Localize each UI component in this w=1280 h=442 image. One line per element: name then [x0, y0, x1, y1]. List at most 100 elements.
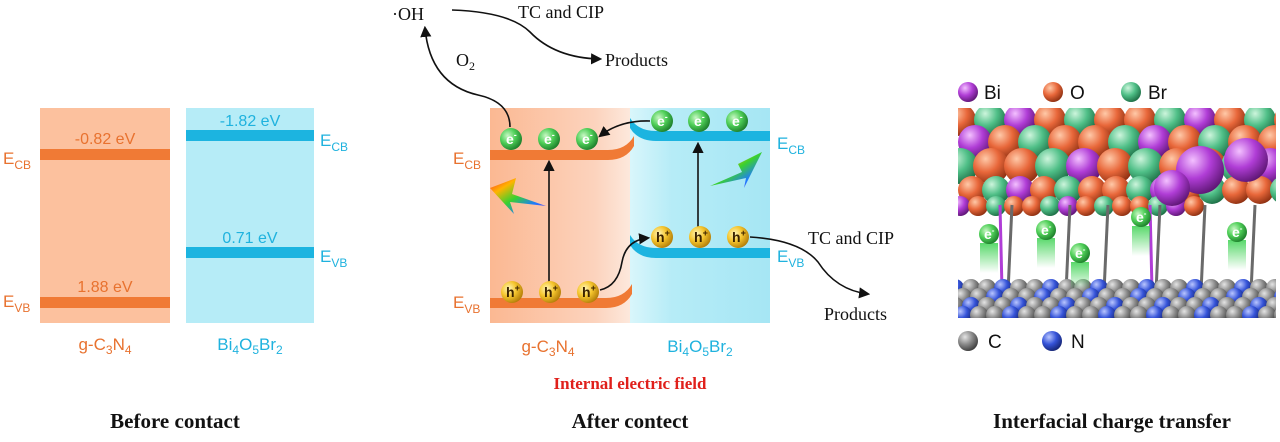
- oxygen-atom: [1246, 176, 1274, 204]
- svg-text:e-: e-: [544, 130, 555, 147]
- carbon-atom: [1274, 309, 1276, 318]
- svg-text:e-: e-: [1136, 209, 1147, 225]
- carbon-atom: [1226, 306, 1244, 318]
- carbon-atom: [1210, 306, 1228, 318]
- electron-particle: e-: [576, 128, 598, 150]
- svg-text:h+: h+: [732, 228, 746, 245]
- bob-cb-band: [186, 130, 314, 141]
- carbon-atom: [1082, 306, 1100, 318]
- after-contact-panel: ECB EVB ECB EVB e- e- e- e- e- e- h+ h+ …: [392, 2, 894, 433]
- bi-legend-ball: [958, 82, 978, 102]
- bromine-atom: [1128, 148, 1164, 184]
- bob-vb-band: [186, 247, 314, 258]
- oxygen-atom: [1112, 196, 1132, 216]
- gcn-cb-band: [40, 149, 170, 160]
- light-bolt-icon: [490, 178, 546, 214]
- bromine-atom: [1040, 196, 1060, 216]
- c-legend-ball: [958, 331, 978, 351]
- svg-text:h+: h+: [656, 228, 670, 245]
- after-gcn-name: g-C3N4: [521, 337, 574, 359]
- bi-legend-label: Bi: [984, 83, 1001, 104]
- gcn-ecb-label: ECB: [3, 149, 31, 172]
- carbon-atom: [1130, 306, 1148, 318]
- nitrogen-atom: [958, 306, 972, 318]
- oxygen-atom: [973, 148, 1009, 184]
- hole-particle: h+: [689, 226, 711, 248]
- after-bob-name: Bi4O5Br2: [667, 337, 733, 359]
- oxygen-atom: [1022, 196, 1042, 216]
- bismuth-atom: [1224, 138, 1268, 182]
- svg-text:e-: e-: [1075, 245, 1086, 261]
- oxygen-atom: [1076, 196, 1096, 216]
- oxygen-atom: [1004, 148, 1040, 184]
- oxygen-atom: [968, 196, 988, 216]
- bromine-atom: [958, 148, 978, 184]
- oxygen-atom: [1222, 176, 1250, 204]
- crystal-illustration: e- e- e- e- e-: [958, 108, 1276, 318]
- products-right-label: Products: [824, 304, 887, 324]
- bromine-atom: [986, 196, 1006, 216]
- gcn-cb-value: -0.82 eV: [75, 131, 136, 148]
- svg-text:h+: h+: [506, 283, 520, 300]
- hole-particle: h+: [577, 281, 599, 303]
- carbon-atom: [1162, 306, 1180, 318]
- nitrogen-atom: [1050, 306, 1068, 318]
- svg-text:h+: h+: [544, 283, 558, 300]
- svg-text:e-: e-: [506, 130, 517, 147]
- bond-rod: [1006, 204, 1014, 293]
- hole-transfer-arrow: [599, 233, 651, 291]
- carbon-atom: [970, 306, 988, 318]
- light-bolt-icon: [710, 152, 762, 188]
- nitrogen-atom: [1194, 306, 1212, 318]
- gcn-vb-band: [40, 297, 170, 308]
- after-bob-cb-band: [630, 118, 770, 141]
- carbon-atom: [1066, 306, 1084, 318]
- hole-to-products-arrow: [749, 236, 871, 299]
- n-legend-label: N: [1071, 332, 1085, 353]
- svg-text:e-: e-: [1041, 222, 1052, 238]
- hydroxyl-radical-label: ·OH: [392, 4, 424, 24]
- bond-rod: [1154, 204, 1162, 293]
- internal-field-label: Internal electric field: [554, 374, 707, 393]
- o2-label: O2: [456, 50, 475, 73]
- after-gcn-evb-label: EVB: [453, 293, 480, 316]
- after-contact-caption: After contect: [572, 409, 689, 433]
- svg-text:e-: e-: [657, 112, 668, 129]
- electron-particle: e-: [726, 110, 748, 132]
- electron-particle: e-: [1036, 220, 1056, 268]
- bob-cb-value: -1.82 eV: [220, 113, 281, 130]
- br-legend-ball: [1121, 82, 1141, 102]
- bob-name: Bi4O5Br2: [217, 335, 283, 357]
- hole-particle: h+: [651, 226, 673, 248]
- c-legend-label: C: [988, 332, 1002, 353]
- after-gcn-vb-band: [490, 284, 632, 308]
- gcn-name: g-C3N4: [78, 335, 131, 357]
- carbon-atom: [1018, 306, 1036, 318]
- after-bob-ecb-label: ECB: [777, 134, 805, 157]
- svg-text:e-: e-: [582, 130, 593, 147]
- bob-vb-value: 0.71 eV: [222, 230, 277, 247]
- bismuth-atom: [1066, 148, 1102, 184]
- o-legend-ball: [1043, 82, 1063, 102]
- after-gcn-ecb-label: ECB: [453, 149, 481, 172]
- oxygen-atom: [1184, 196, 1204, 216]
- oxygen-atom: [1274, 112, 1276, 128]
- gcn-atom-layer: [958, 279, 1276, 318]
- gcn-vb-value: 1.88 eV: [77, 279, 132, 296]
- bismuth-atom: [958, 196, 970, 216]
- bob-ecb-label: ECB: [320, 131, 348, 154]
- products-top-label: Products: [605, 50, 668, 70]
- oxygen-atom: [1097, 148, 1133, 184]
- interface-electrons: e- e- e- e- e-: [979, 207, 1247, 290]
- bromine-atom: [1094, 196, 1114, 216]
- nitrogen-atom: [1242, 306, 1260, 318]
- nitrogen-atom: [1146, 306, 1164, 318]
- electron-particle: e-: [1131, 207, 1151, 256]
- electron-particle: e-: [1227, 222, 1247, 270]
- bromine-atom: [1270, 178, 1276, 202]
- hole-particle: h+: [539, 281, 561, 303]
- carbon-atom: [1178, 306, 1196, 318]
- svg-text:e-: e-: [1232, 224, 1243, 240]
- carbon-atom: [1114, 306, 1132, 318]
